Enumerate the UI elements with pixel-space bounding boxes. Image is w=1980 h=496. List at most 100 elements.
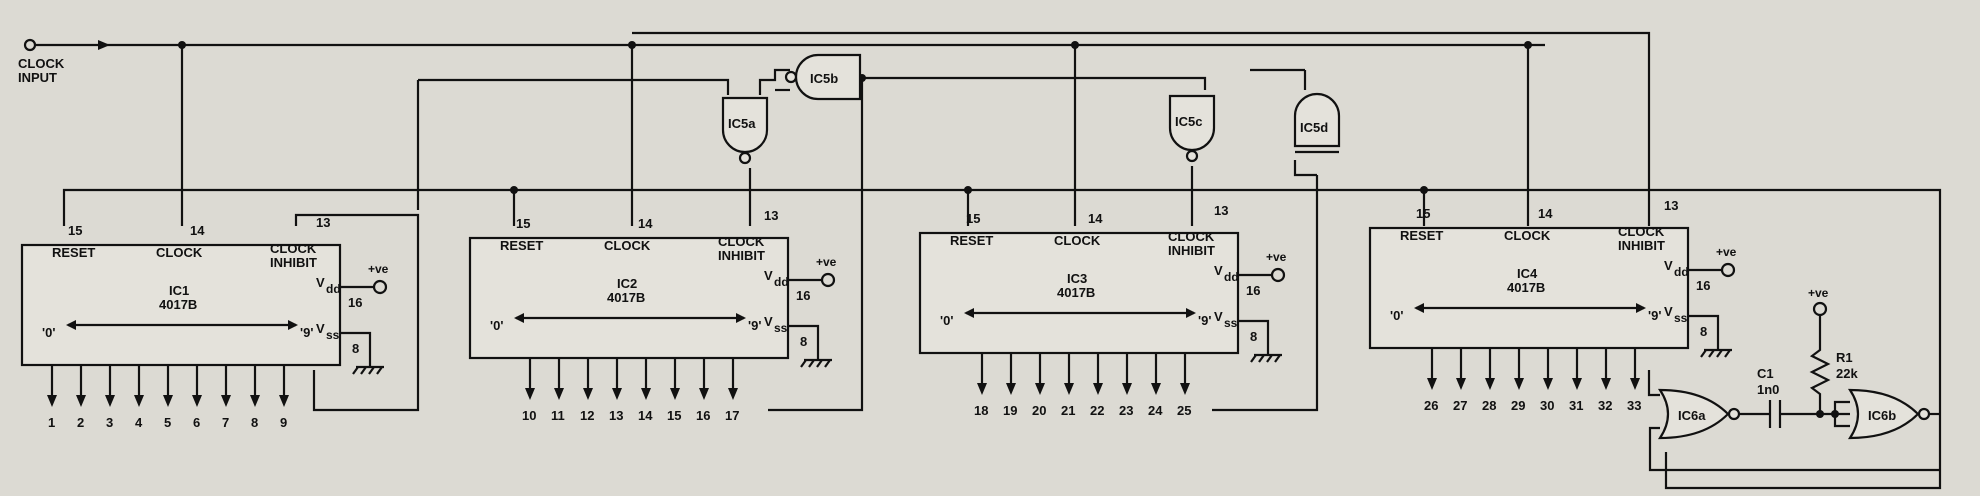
c1-value: 1n0 — [1757, 382, 1779, 397]
output-arrow-icon — [554, 388, 564, 400]
gate-ic6b: IC6b — [1847, 388, 1931, 440]
range-end-label: '9' — [1648, 308, 1661, 323]
output-label: 15 — [667, 408, 681, 423]
output-arrow-icon — [1006, 383, 1016, 395]
ic3-carry-wire — [1212, 175, 1319, 412]
clock-inhibit-label: CLOCK — [1168, 229, 1215, 244]
svg-text:IC5b: IC5b — [810, 71, 838, 86]
vss-sub-label: ss — [1674, 311, 1688, 325]
svg-text:IC5a: IC5a — [728, 116, 756, 131]
output-arrow-icon — [76, 395, 86, 407]
pin-vss-number: 8 — [1700, 324, 1707, 339]
pin-vdd-number: 16 — [1696, 278, 1710, 293]
output-label: 1 — [48, 415, 55, 430]
pin-vss-number: 8 — [352, 341, 359, 356]
clock-inhibit-label: CLOCK — [718, 234, 765, 249]
output-label: 11 — [551, 408, 565, 423]
range-end-label: '9' — [748, 318, 761, 333]
capacitor-c1-icon — [1768, 400, 1782, 428]
supply-label: +ve — [1266, 250, 1287, 264]
clock-inhibit-label: CLOCK — [270, 241, 317, 256]
svg-text:IC5d: IC5d — [1300, 120, 1328, 135]
output-arrow-icon — [1601, 378, 1611, 390]
vss-label: V — [764, 314, 773, 329]
output-label: 18 — [974, 403, 988, 418]
output-arrow-icon — [612, 388, 622, 400]
ic6a-feedback-wire — [1648, 426, 1940, 472]
output-arrow-icon — [728, 388, 738, 400]
output-arrow-icon — [47, 395, 57, 407]
svg-text:IC6b: IC6b — [1868, 408, 1896, 423]
clock-label: CLOCK — [156, 245, 203, 260]
vdd-terminal — [1270, 267, 1286, 283]
output-label: 16 — [696, 408, 710, 423]
gate-ic5b: IC5b — [784, 53, 862, 101]
output-label: 10 — [522, 408, 536, 423]
ground-icon — [1250, 353, 1282, 363]
output-arrow-icon — [1630, 378, 1640, 390]
pin-inhibit-number: 13 — [1664, 198, 1678, 213]
vss-sub-label: ss — [1224, 316, 1238, 330]
clock-inhibit-label-2: INHIBIT — [1618, 238, 1665, 253]
wiring — [23, 31, 1942, 490]
output-arrow-icon — [1064, 383, 1074, 395]
vdd-label: V — [764, 268, 773, 283]
output-label: 6 — [193, 415, 200, 430]
range-start-label: '0' — [940, 313, 953, 328]
counter-body — [918, 231, 1240, 355]
output-arrow-icon — [279, 395, 289, 407]
output-label: 14 — [638, 408, 653, 423]
output-label: 24 — [1148, 403, 1163, 418]
r1-value: 22k — [1836, 366, 1858, 381]
output-label: 7 — [222, 415, 229, 430]
ic-name: IC4 — [1517, 266, 1538, 281]
output-label: 23 — [1119, 403, 1133, 418]
gate-ic5a: IC5a — [721, 96, 769, 165]
pin-inhibit-number: 13 — [1214, 203, 1228, 218]
pin-inhibit-number: 13 — [764, 208, 778, 223]
vdd-sub-label: dd — [326, 282, 341, 296]
ground-icon — [1700, 348, 1732, 358]
pin-clock-number: 14 — [1538, 206, 1553, 221]
clock-inhibit-label: CLOCK — [1618, 224, 1665, 239]
ic-name: IC1 — [169, 283, 189, 298]
pin-inhibit-number: 13 — [316, 215, 330, 230]
inverter-bubble-icon — [784, 70, 798, 84]
ic-name: IC3 — [1067, 271, 1087, 286]
vss-sub-label: ss — [326, 328, 340, 342]
reset-label: RESET — [1400, 228, 1443, 243]
vdd-sub-label: dd — [774, 275, 789, 289]
gate-ic5d: IC5d — [1293, 92, 1341, 154]
inverter-bubble-icon — [1917, 407, 1931, 421]
range-start-label: '0' — [42, 325, 55, 340]
range-start-label: '0' — [490, 318, 503, 333]
clock-inhibit-label-2: INHIBIT — [1168, 243, 1215, 258]
arrow-right-icon — [736, 313, 746, 323]
clock-label: CLOCK — [1054, 233, 1101, 248]
r1-supply-label: +ve — [1808, 286, 1829, 300]
output-arrow-icon — [163, 395, 173, 407]
arrow-right-icon — [288, 320, 298, 330]
counter-body — [20, 243, 342, 367]
ic5a-input-wire — [418, 78, 730, 95]
reset-label: RESET — [52, 245, 95, 260]
output-arrow-icon — [221, 395, 231, 407]
pin-reset-number: 15 — [68, 223, 82, 238]
clock-inhibit-label-2: INHIBIT — [718, 248, 765, 263]
r1-name: R1 — [1836, 350, 1853, 365]
reset-bus — [62, 188, 1942, 490]
output-label: 22 — [1090, 403, 1104, 418]
output-label: 29 — [1511, 398, 1525, 413]
output-label: 32 — [1598, 398, 1612, 413]
output-arrow-icon — [641, 388, 651, 400]
ic-part: 4017B — [607, 290, 645, 305]
ic-part: 4017B — [1507, 280, 1545, 295]
output-label: 12 — [580, 408, 594, 423]
output-arrow-icon — [1572, 378, 1582, 390]
output-arrow-icon — [1180, 383, 1190, 395]
output-label: 21 — [1061, 403, 1075, 418]
